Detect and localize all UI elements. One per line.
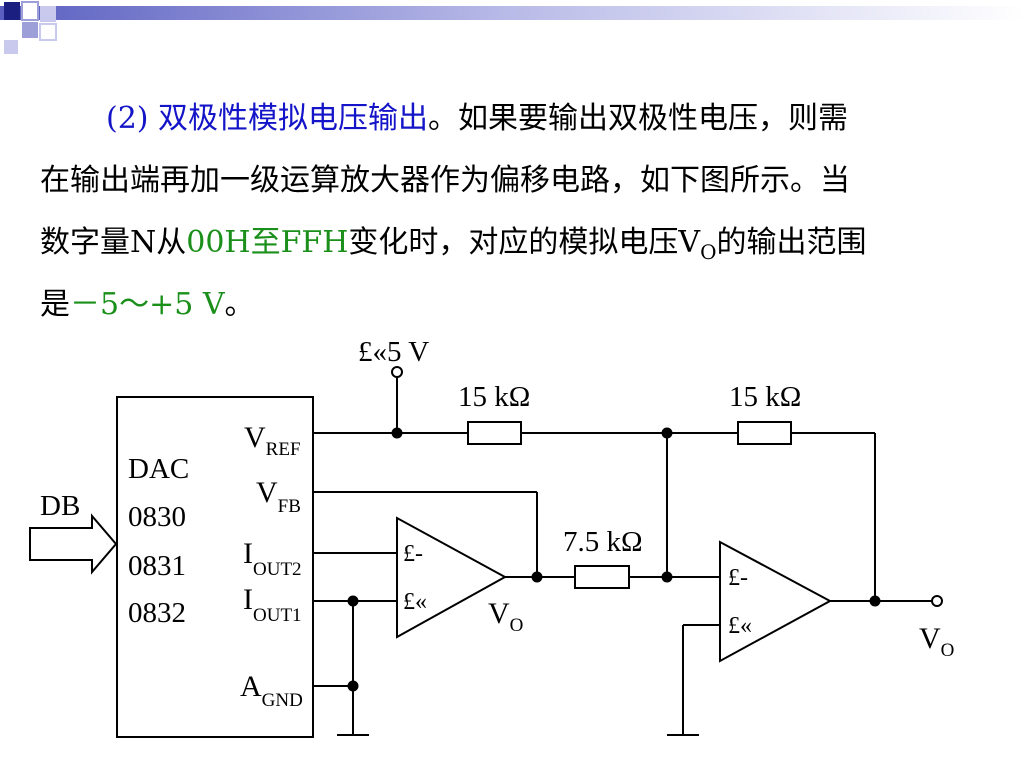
- voltage-range: －5～+5 V: [70, 287, 225, 322]
- resistor-r1: [467, 421, 522, 445]
- pin-iout2: IOUT2: [243, 537, 302, 580]
- db-input-arrow: [29, 513, 118, 575]
- opamp2-plus: £«: [728, 613, 752, 639]
- range-hex: 00H至FFH: [186, 225, 349, 260]
- opamp1-minus: £-: [403, 541, 423, 567]
- db-label: DB: [40, 490, 80, 522]
- r2-label: 15 kΩ: [729, 381, 801, 413]
- dac-title: DAC: [128, 453, 189, 485]
- dac-model-0830: 0830: [128, 501, 186, 533]
- supply-label: £«5 V: [358, 336, 429, 368]
- r3-label: 7.5 kΩ: [563, 526, 643, 558]
- dac-model-0832: 0832: [128, 597, 186, 629]
- slide-header-decoration: [0, 1, 1024, 54]
- text-vo-subscript: O: [700, 240, 717, 264]
- text-line1-rest: 如果要输出双极性电压，则需: [458, 101, 849, 136]
- text-line3-d: 的输出范围: [716, 225, 867, 260]
- paragraph-line-4: 是－5～+5 V。: [40, 274, 980, 336]
- pin-iout1: IOUT1: [243, 583, 302, 626]
- resistor-r2: [737, 421, 792, 445]
- body-paragraph: (2) 双极性模拟电压输出。如果要输出双极性电压，则需 在输出端再加一级运算放大…: [40, 88, 980, 336]
- text-line3-a: 数字量N从: [40, 225, 187, 260]
- pin-agnd: AGND: [240, 670, 303, 711]
- opamp-1: [396, 516, 508, 639]
- dac-model-0831: 0831: [128, 550, 186, 582]
- paragraph-line-2: 在输出端再加一级运算放大器作为偏移电路，如下图所示。当: [40, 163, 850, 198]
- circuit-diagram: £«5 V 15 kΩ 15 kΩ 7.5 kΩ DAC 0830 0831 0…: [29, 336, 954, 738]
- section-heading: 双极性模拟电压输出: [158, 101, 429, 136]
- r1-label: 15 kΩ: [458, 381, 530, 413]
- text-line4-a: 是: [40, 287, 70, 322]
- pin-vref: VREF: [244, 421, 301, 460]
- paragraph-line-3: 数字量N从00H至FFH变化时，对应的模拟电压VO的输出范围: [40, 212, 980, 274]
- opamp2-minus: £-: [728, 565, 748, 591]
- opamp2-output-label: VO: [919, 622, 954, 661]
- text-line3-c: 变化时，对应的模拟电压V: [348, 225, 701, 260]
- text-period: 。: [428, 101, 459, 136]
- opamp1-output-label: VO: [488, 597, 523, 636]
- supply-terminal: [391, 366, 403, 378]
- paragraph-line-1: (2) 双极性模拟电压输出。如果要输出双极性电压，则需: [40, 88, 980, 150]
- opamp1-plus: £«: [403, 589, 427, 615]
- section-number: (2): [106, 101, 159, 136]
- dac-chip: [116, 396, 314, 738]
- resistor-r3: [574, 565, 630, 589]
- text-line4-c: 。: [224, 287, 255, 322]
- opamp-2: [719, 540, 833, 663]
- output-terminal: [931, 595, 943, 607]
- pin-vfb: VFB: [256, 476, 301, 517]
